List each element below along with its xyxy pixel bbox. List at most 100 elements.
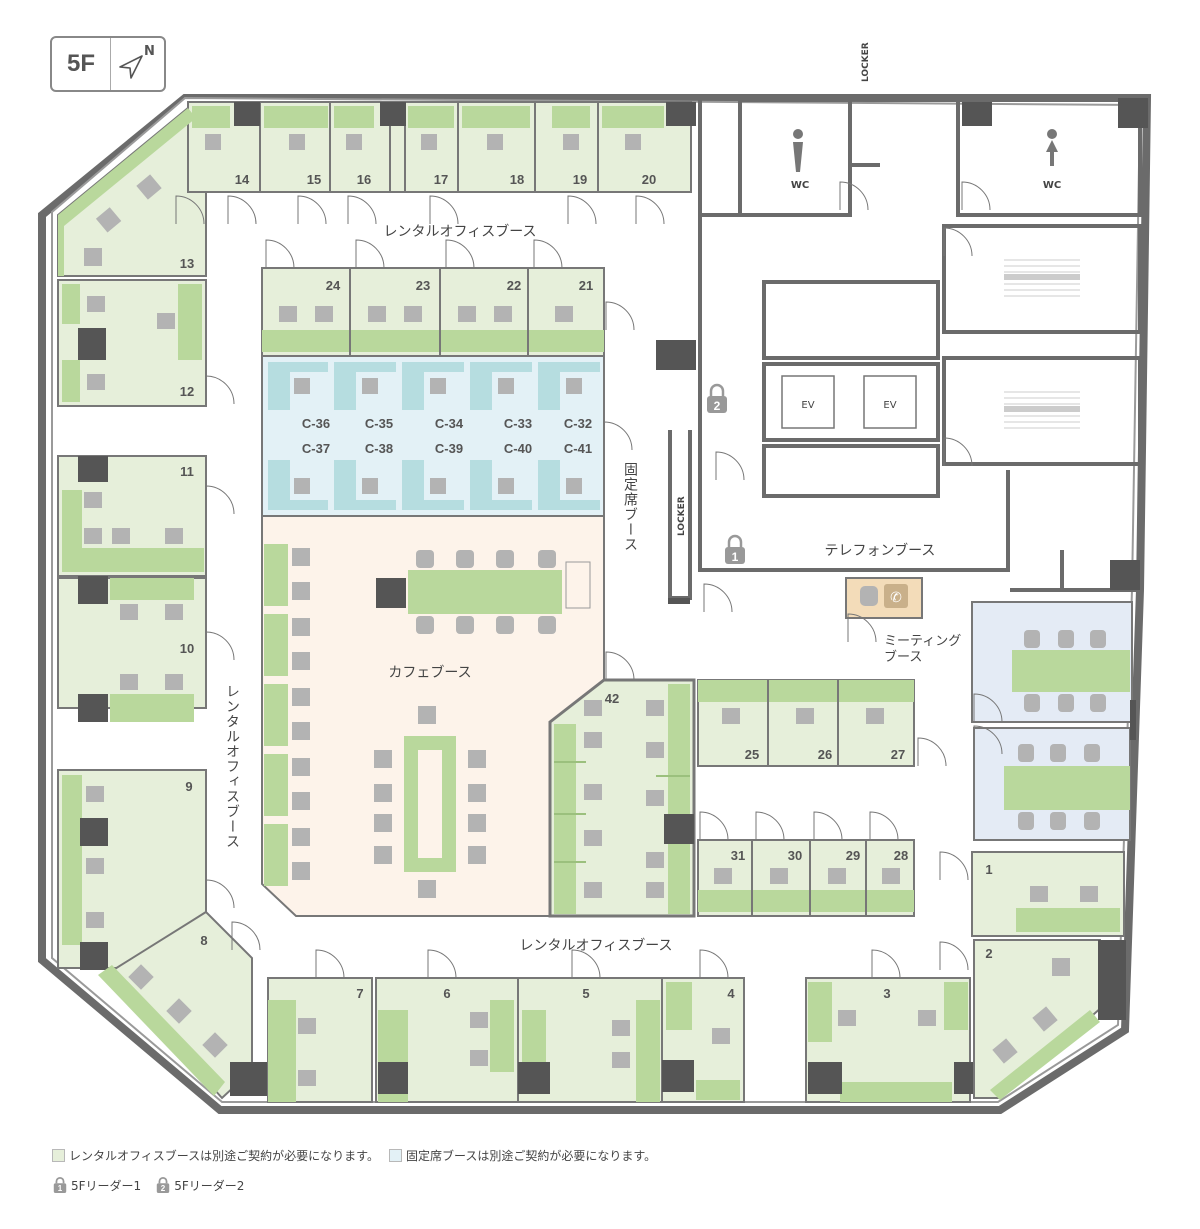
reader1-label: 5Fリーダー1: [71, 1178, 142, 1193]
reader2-label: 5Fリーダー2: [174, 1178, 245, 1193]
legend: レンタルオフィスブースは別途ご契約が必要になります。 固定席ブースは別途ご契約が…: [52, 1145, 656, 1195]
legend-row-readers: 1 5Fリーダー1 2 5Fリーダー2: [52, 1175, 656, 1195]
room-number: 6: [443, 986, 450, 1001]
room-number: 9: [185, 779, 192, 794]
meeting-booths: [971, 601, 1133, 841]
room-number: 21: [579, 278, 593, 293]
compass-arrow-icon: [119, 55, 143, 79]
cafe-area: [261, 515, 605, 917]
elevators: [781, 375, 917, 429]
rooms-bottom-right: [805, 851, 1126, 1103]
room-number: 19: [573, 172, 587, 187]
fixed-seat-label: C-38: [365, 441, 393, 456]
locker-top-label: LOCKER: [861, 42, 871, 82]
legend-row-notes: レンタルオフィスブースは別途ご契約が必要になります。 固定席ブースは別途ご契約が…: [52, 1145, 656, 1165]
room-number: 23: [416, 278, 430, 293]
north-indicator: N: [112, 40, 164, 90]
floor-label: 5F: [52, 38, 111, 90]
rental-bottom-label: レンタルオフィスブース: [519, 937, 672, 954]
room-number: 12: [180, 384, 194, 399]
telephone-booth: ✆: [845, 577, 923, 619]
room-number: 16: [357, 172, 371, 187]
svg-text:1: 1: [732, 550, 739, 564]
fixed-seat-label: C-40: [504, 441, 532, 456]
room-number: 28: [894, 848, 908, 863]
fixed-seat-area: [261, 355, 605, 517]
stairs: [1004, 259, 1080, 429]
room-number: 30: [788, 848, 802, 863]
room-number: 29: [846, 848, 860, 863]
svg-text:✆: ✆: [890, 590, 902, 606]
room-number: 17: [434, 172, 448, 187]
room-8: [98, 910, 268, 1100]
rental-top-label: レンタルオフィスブース: [383, 223, 536, 240]
lock-icon: 2: [156, 1177, 170, 1193]
rooms-24-21: [261, 267, 605, 357]
meeting-label: ミーティング ブース: [884, 634, 962, 665]
room-number: 24: [326, 278, 341, 293]
male-icon: [793, 129, 803, 172]
rental-swatch: [52, 1148, 65, 1162]
room-number: 7: [356, 986, 363, 1001]
room-number: 8: [200, 933, 207, 948]
fixed-seat-labels: C-36 C-35 C-34 C-33 C-32C-37 C-38 C-39 C-40 C-41: [302, 416, 592, 456]
rooms-11-10: [57, 455, 207, 722]
rental-left-label: レンタルオフィスブース: [224, 684, 240, 849]
building-core: [668, 98, 1142, 600]
room-number: 1: [985, 862, 992, 877]
telephone-label: テレフォンブース: [825, 542, 936, 559]
female-icon: [1046, 129, 1058, 166]
phone-icon: ✆: [884, 584, 908, 608]
room-number: 26: [818, 747, 832, 762]
cafe-label: カフェブース: [388, 664, 471, 681]
room-number: 5: [582, 986, 589, 1001]
svg-text:2: 2: [714, 399, 721, 413]
room-number: 25: [745, 747, 759, 762]
room-number: 31: [731, 848, 745, 863]
fixed-seat-label: C-39: [435, 441, 463, 456]
room-42: [548, 678, 696, 918]
north-label: N: [144, 44, 155, 59]
room-number: 13: [180, 256, 194, 271]
fixed-seat-label: C-41: [564, 441, 592, 456]
fixed-note: 固定席ブースは別途ご契約が必要になります。: [405, 1148, 657, 1163]
wc-left-label: WC: [791, 180, 809, 191]
locker-mid-label: LOCKER: [677, 496, 687, 536]
room-number: 18: [510, 172, 524, 187]
room-number: 2: [985, 946, 992, 961]
room-number: 14: [235, 172, 250, 187]
fixed-booth-label: 固定席ブース: [622, 462, 638, 552]
fixed-seat-label: C-37: [302, 441, 330, 456]
rooms-top-row: [187, 101, 696, 193]
lock-icon: 2: [707, 383, 727, 413]
room-number: 4: [727, 986, 735, 1001]
lock-icon: 1: [53, 1177, 67, 1193]
fixed-seat-label: C-35: [365, 416, 393, 431]
room-number: 20: [642, 172, 656, 187]
floor-badge: 5F N: [50, 36, 166, 92]
room-number: 3: [883, 986, 890, 1001]
svg-text:1: 1: [58, 1184, 63, 1193]
room-number: 22: [507, 278, 521, 293]
rooms-25-31: [697, 679, 915, 917]
room-number: 42: [605, 691, 619, 706]
wc-right-label: WC: [1043, 180, 1061, 191]
room-number: 27: [891, 747, 905, 762]
lock-icon: 1: [725, 534, 745, 564]
fixed-swatch: [388, 1148, 402, 1162]
room-number: 11: [180, 464, 194, 479]
fixed-seat-label: C-33: [504, 416, 532, 431]
fixed-seat-label: C-36: [302, 416, 330, 431]
fixed-seat-label: C-34: [435, 416, 464, 431]
room-number: 15: [307, 172, 321, 187]
fixed-seat-label: C-32: [564, 416, 592, 431]
svg-text:2: 2: [161, 1184, 166, 1193]
room-number: 10: [180, 641, 194, 656]
rooms-13-12: [57, 105, 207, 407]
pillars: [656, 98, 1148, 740]
rental-note: レンタルオフィスブースは別途ご契約が必要になります。: [69, 1148, 379, 1163]
ev1-label: EV: [801, 400, 814, 411]
rooms-bottom-left: [267, 977, 745, 1103]
